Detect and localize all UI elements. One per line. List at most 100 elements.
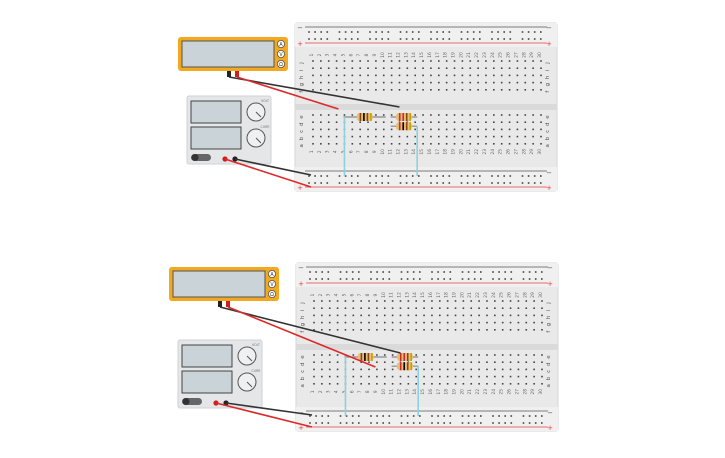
terminal-hole[interactable]: [508, 67, 511, 69]
terminal-hole[interactable]: [461, 67, 464, 69]
rail-hole[interactable]: [357, 38, 359, 40]
terminal-hole[interactable]: [517, 321, 520, 324]
rail-hole[interactable]: [418, 182, 420, 184]
terminal-hole[interactable]: [382, 114, 385, 116]
terminal-hole[interactable]: [313, 321, 315, 324]
terminal-hole[interactable]: [327, 89, 330, 91]
rail-hole[interactable]: [344, 31, 347, 33]
terminal-hole[interactable]: [533, 321, 535, 324]
terminal-hole[interactable]: [352, 354, 355, 356]
terminal-hole[interactable]: [493, 89, 495, 91]
terminal-hole[interactable]: [313, 368, 315, 371]
rail-hole[interactable]: [358, 278, 360, 280]
terminal-hole[interactable]: [453, 128, 456, 131]
terminal-hole[interactable]: [312, 89, 314, 91]
rail-hole[interactable]: [358, 271, 360, 273]
terminal-hole[interactable]: [453, 143, 456, 145]
terminal-hole[interactable]: [532, 74, 534, 77]
rail-hole[interactable]: [479, 38, 481, 40]
rail-hole[interactable]: [375, 175, 377, 177]
rail-hole[interactable]: [388, 278, 391, 280]
rail-hole[interactable]: [466, 175, 469, 177]
terminal-hole[interactable]: [461, 135, 464, 138]
rail-hole[interactable]: [431, 422, 433, 424]
terminal-hole[interactable]: [524, 81, 527, 84]
rail-hole[interactable]: [527, 182, 530, 184]
rail-hole[interactable]: [411, 31, 414, 33]
terminal-hole[interactable]: [477, 74, 479, 77]
rail-hole[interactable]: [400, 278, 403, 280]
terminal-hole[interactable]: [494, 383, 496, 385]
terminal-hole[interactable]: [407, 300, 410, 302]
multimeter-black-probe[interactable]: [218, 301, 222, 307]
terminal-hole[interactable]: [501, 375, 504, 378]
rail-hole[interactable]: [314, 175, 316, 177]
terminal-hole[interactable]: [376, 314, 378, 317]
rail-hole[interactable]: [442, 31, 444, 33]
terminal-hole[interactable]: [328, 383, 331, 385]
rail-hole[interactable]: [533, 175, 536, 177]
rail-hole[interactable]: [522, 415, 525, 417]
rail-hole[interactable]: [479, 182, 481, 184]
rail-hole[interactable]: [528, 415, 531, 417]
terminal-hole[interactable]: [540, 135, 542, 138]
terminal-hole[interactable]: [508, 128, 511, 131]
terminal-hole[interactable]: [360, 314, 362, 317]
rail-hole[interactable]: [480, 271, 482, 273]
rail-hole[interactable]: [497, 38, 499, 40]
terminal-hole[interactable]: [540, 128, 542, 131]
terminal-hole[interactable]: [351, 89, 354, 91]
rail-hole[interactable]: [412, 271, 415, 273]
rail-hole[interactable]: [400, 271, 403, 273]
terminal-hole[interactable]: [438, 368, 441, 371]
terminal-hole[interactable]: [390, 89, 393, 91]
terminal-hole[interactable]: [493, 128, 495, 131]
terminal-hole[interactable]: [398, 67, 401, 69]
terminal-hole[interactable]: [524, 128, 527, 131]
rail-hole[interactable]: [461, 278, 464, 280]
rail-hole[interactable]: [510, 415, 513, 417]
terminal-hole[interactable]: [431, 368, 433, 371]
rail-hole[interactable]: [534, 415, 537, 417]
terminal-hole[interactable]: [509, 307, 512, 309]
rail-hole[interactable]: [480, 415, 482, 417]
rail-hole[interactable]: [528, 278, 531, 280]
terminal-hole[interactable]: [399, 383, 402, 385]
rail-hole[interactable]: [472, 175, 475, 177]
terminal-hole[interactable]: [312, 128, 314, 131]
terminal-hole[interactable]: [438, 314, 441, 317]
terminal-hole[interactable]: [445, 143, 448, 145]
terminal-hole[interactable]: [540, 114, 542, 116]
rail-hole[interactable]: [431, 271, 433, 273]
terminal-hole[interactable]: [486, 383, 488, 385]
terminal-hole[interactable]: [321, 368, 323, 371]
rail-hole[interactable]: [460, 182, 463, 184]
rail-hole[interactable]: [460, 38, 463, 40]
terminal-hole[interactable]: [352, 383, 355, 385]
rail-hole[interactable]: [480, 278, 482, 280]
rail-hole[interactable]: [369, 175, 371, 177]
terminal-hole[interactable]: [359, 135, 361, 138]
terminal-hole[interactable]: [541, 300, 543, 302]
terminal-hole[interactable]: [313, 307, 315, 309]
terminal-hole[interactable]: [375, 74, 377, 77]
terminal-hole[interactable]: [438, 300, 441, 302]
rail-hole[interactable]: [400, 422, 403, 424]
terminal-hole[interactable]: [431, 329, 433, 331]
terminal-hole[interactable]: [437, 128, 440, 131]
terminal-hole[interactable]: [524, 114, 527, 116]
terminal-hole[interactable]: [509, 375, 512, 378]
rail-hole[interactable]: [467, 422, 470, 424]
terminal-hole[interactable]: [445, 74, 448, 77]
terminal-hole[interactable]: [524, 67, 527, 69]
rail-hole[interactable]: [443, 415, 445, 417]
terminal-hole[interactable]: [422, 60, 424, 62]
terminal-hole[interactable]: [343, 114, 346, 116]
terminal-hole[interactable]: [383, 375, 386, 378]
rail-hole[interactable]: [351, 271, 354, 273]
terminal-hole[interactable]: [501, 307, 504, 309]
rail-hole[interactable]: [461, 271, 464, 273]
terminal-hole[interactable]: [430, 143, 432, 145]
rail-hole[interactable]: [491, 38, 493, 40]
terminal-hole[interactable]: [509, 321, 512, 324]
